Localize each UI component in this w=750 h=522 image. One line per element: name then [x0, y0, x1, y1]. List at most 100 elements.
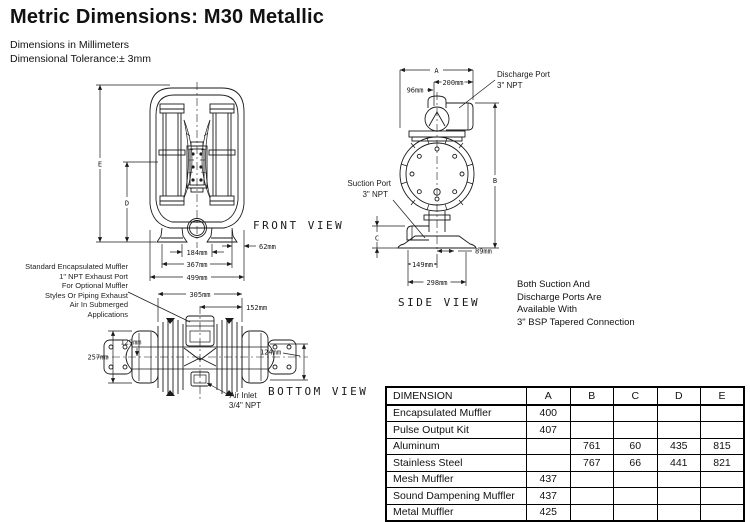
table-cell — [569, 421, 614, 439]
table-header-dimension: DIMENSION — [385, 386, 527, 406]
table-cell — [700, 421, 745, 439]
table-header-e: E — [700, 386, 745, 406]
table-cell — [656, 503, 701, 522]
bsp-connection-note: Both Suction And Discharge Ports Are Ava… — [517, 279, 635, 329]
air-inlet-label-line2: 3/4" NPT — [229, 401, 261, 410]
side-dim-label-96mm: 96mm — [407, 87, 424, 95]
side-dim-label-C: C — [375, 235, 379, 243]
front-dim-label-62mm: 62mm — [259, 243, 276, 251]
table-header-a: A — [526, 386, 571, 406]
table-cell — [569, 404, 614, 422]
table-cell: 435 — [656, 437, 701, 455]
side-view-caption: SIDE VIEW — [398, 296, 480, 309]
table-cell: Metal Muffler — [385, 503, 527, 522]
air-inlet-label-line1: Air Inlet — [229, 391, 257, 400]
page-subtitle: Dimensions in Millimeters Dimensional To… — [10, 38, 151, 66]
muffler-note-line: Standard Encapsulated Muffler — [25, 262, 128, 271]
table-header-row: DIMENSION A B C D E — [385, 386, 745, 406]
table-cell — [700, 404, 745, 422]
bsp-note-line: Both Suction And — [517, 279, 590, 290]
bottom-dim-label-257mm: 257mm — [87, 354, 108, 362]
table-row: Mesh Muffler 437 — [385, 470, 745, 488]
front-dim-label-499mm: 499mm — [186, 274, 207, 282]
table-cell — [613, 503, 658, 522]
table-cell — [569, 470, 614, 488]
bottom-view-caption: BOTTOM VIEW — [268, 385, 368, 398]
front-dim-label-184mm: 184mm — [186, 249, 207, 257]
front-view-dimensions — [94, 84, 256, 282]
table-cell — [656, 421, 701, 439]
table-cell — [700, 487, 745, 505]
table-cell: 437 — [526, 487, 571, 505]
table-header-b: B — [569, 386, 614, 406]
table-cell: 400 — [526, 404, 571, 422]
side-view-drawing — [397, 92, 477, 252]
table-cell: 821 — [700, 454, 745, 472]
table-cell: Mesh Muffler — [385, 470, 527, 488]
table-row: Stainless Steel 767 66 441 821 — [385, 454, 745, 472]
bottom-view-dimensions — [108, 289, 308, 395]
table-cell — [526, 454, 571, 472]
table-cell: 767 — [569, 454, 614, 472]
table-cell — [526, 437, 571, 455]
table-cell — [700, 503, 745, 522]
housing-ribs — [400, 137, 474, 211]
table-cell: 407 — [526, 421, 571, 439]
table-cell: 441 — [656, 454, 701, 472]
muffler-note-line: For Optional Muffler — [61, 281, 128, 291]
table-cell: Aluminum — [385, 437, 527, 455]
bsp-note-line: 3" BSP Tapered Connection — [517, 316, 635, 328]
side-dim-label-200mm: 200mm — [442, 79, 463, 87]
table-cell: 60 — [613, 437, 658, 455]
muffler-note-line: Applications — [87, 309, 128, 319]
bottom-dim-label-152mm: 152mm — [246, 304, 267, 312]
table-cell: Sound Dampening Muffler — [385, 487, 527, 505]
table-cell: Pulse Output Kit — [385, 421, 527, 439]
bottom-dim-label-129mm: 129mm — [120, 339, 141, 347]
side-dim-label-298mm: 298mm — [426, 279, 447, 287]
page-title: Metric Dimensions: M30 Metallic — [10, 6, 325, 28]
table-row: Pulse Output Kit 407 — [385, 421, 745, 439]
table-cell: Encapsulated Muffler — [385, 404, 527, 422]
front-dim-label-D: D — [125, 200, 129, 208]
side-dim-label-89mm: 89mm — [475, 248, 492, 256]
muffler-note-line: Air In Submerged — [69, 300, 128, 310]
table-cell: 761 — [569, 437, 614, 455]
bottom-view-drawing — [96, 306, 308, 402]
bottom-dim-label-124mm: 124mm — [260, 349, 281, 357]
side-dim-label-A: A — [434, 67, 439, 75]
table-cell — [613, 487, 658, 505]
subtitle-tolerance: Dimensional Tolerance:± 3mm — [10, 53, 151, 65]
table-cell — [656, 404, 701, 422]
table-cell — [656, 470, 701, 488]
table-cell — [700, 470, 745, 488]
table-cell: 437 — [526, 470, 571, 488]
side-dim-label-149mm: 149mm — [412, 261, 433, 269]
table-cell: 815 — [700, 437, 745, 455]
suction-port-label-line1: Suction Port — [347, 179, 391, 188]
table-cell: 66 — [613, 454, 658, 472]
table-row: Sound Dampening Muffler 437 — [385, 487, 745, 505]
dimension-table: DIMENSION A B C D E Encapsulated Muffler… — [385, 386, 745, 522]
front-view-drawing — [149, 82, 245, 248]
table-cell — [569, 487, 614, 505]
subtitle-units: Dimensions in Millimeters — [10, 39, 130, 51]
table-cell — [613, 421, 658, 439]
muffler-note-line: 1" NPT Exhaust Port — [59, 271, 128, 281]
table-row: Aluminum 761 60 435 815 — [385, 437, 745, 455]
front-dim-label-E: E — [98, 161, 102, 169]
table-row: Encapsulated Muffler 400 — [385, 404, 745, 422]
suction-port-label-line2: 3" NPT — [362, 190, 388, 199]
front-dim-label-367mm: 367mm — [186, 261, 207, 269]
table-cell — [613, 470, 658, 488]
table-row: Metal Muffler 425 — [385, 503, 745, 522]
table-cell — [656, 487, 701, 505]
table-cell — [613, 404, 658, 422]
front-view-caption: FRONT VIEW — [253, 219, 344, 232]
table-cell: 425 — [526, 503, 571, 522]
discharge-port-label-line1: Discharge Port — [497, 70, 551, 79]
muffler-note: Standard Encapsulated Muffler 1" NPT Exh… — [18, 262, 128, 320]
bsp-note-line: Discharge Ports Are — [517, 291, 602, 303]
side-view-dimensions — [372, 65, 501, 287]
